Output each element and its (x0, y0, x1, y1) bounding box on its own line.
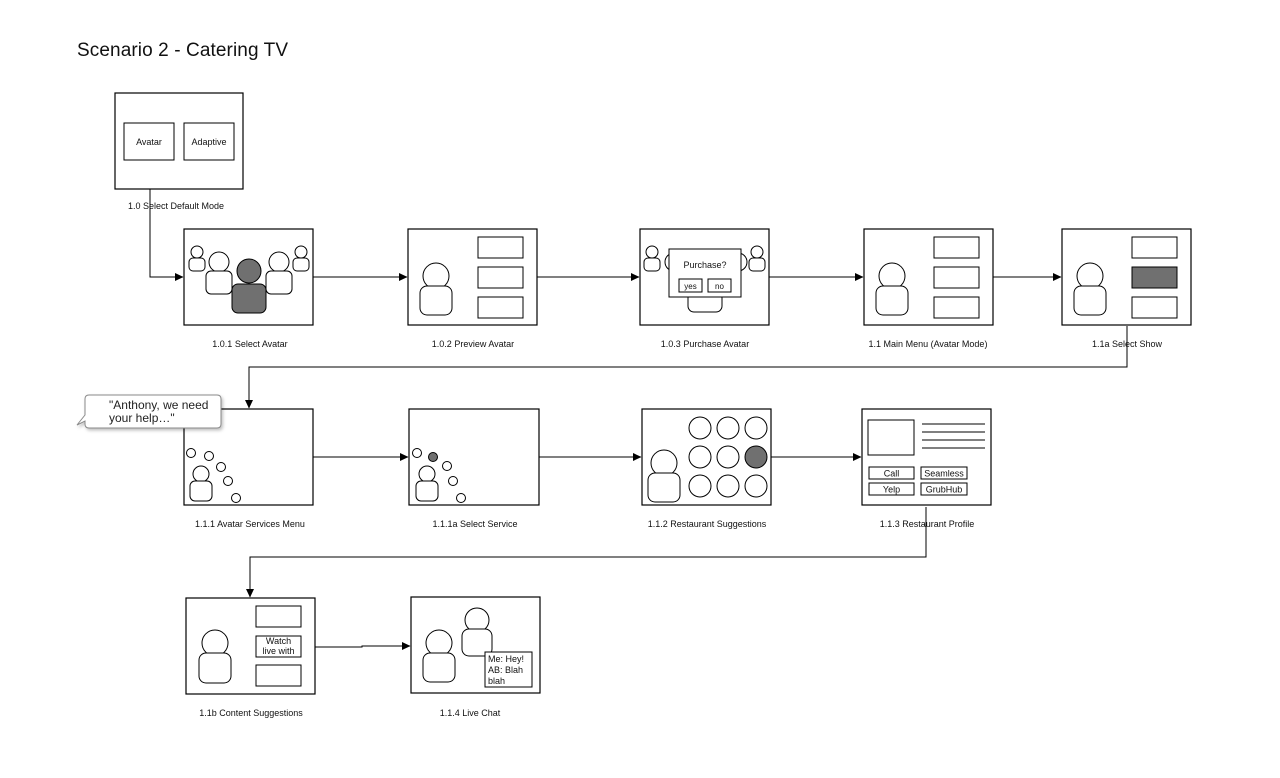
selected-restaurant-icon[interactable] (744, 445, 768, 469)
adaptive-mode-label: Adaptive (191, 137, 226, 147)
screen-caption: 1.1 Main Menu (Avatar Mode) (869, 339, 988, 349)
screen-caption: 1.1a Select Show (1092, 339, 1163, 349)
connector-1-1a-to-1-1-1 (245, 326, 1128, 409)
yes-button[interactable] (678, 278, 703, 293)
restaurant-image-placeholder (867, 419, 915, 456)
screen-main-menu: 1.1 Main Menu (Avatar Mode) (863, 228, 994, 349)
avatar-head-icon (425, 629, 453, 657)
page-title: Scenario 2 - Catering TV (77, 40, 289, 61)
screen-caption: 1.1b Content Suggestions (199, 708, 303, 718)
no-label: no (715, 282, 724, 291)
screen-select-avatar: 1.0.1 Select Avatar (183, 228, 314, 349)
screen-caption: 1.0.1 Select Avatar (212, 339, 287, 349)
bubble-text-line2: your help…" (109, 411, 175, 425)
screen-caption: 1.0 Select Default Mode (128, 201, 224, 211)
dialog-title: Purchase? (683, 260, 726, 270)
chat-line-3: blah (488, 676, 505, 686)
screen-live-chat: Me: Hey! AB: Blah blah 1.1.4 Live Chat (410, 596, 541, 718)
avatar-head-icon (192, 465, 210, 483)
screen-restaurant-profile: Call Seamless Yelp GrubHub 1.1.3 Restaur… (861, 408, 992, 529)
speech-bubble (76, 394, 222, 429)
avatar-head-icon (1076, 262, 1104, 290)
screen-caption: 1.1.2 Restaurant Suggestions (648, 519, 767, 529)
selected-service-dot[interactable] (428, 452, 438, 462)
watch-label-line1: Watch (266, 636, 291, 646)
call-label: Call (884, 469, 900, 479)
connectors (149, 160, 1128, 650)
seamless-button[interactable] (920, 466, 968, 480)
connector-1-1b-to-1-1-4 (315, 642, 411, 650)
call-button[interactable] (868, 466, 915, 480)
screen-avatar-services-menu: "Anthony, we need your help…" 1.1.1 Avat… (76, 394, 314, 529)
connector-1-0-to-1-0-1 (149, 160, 184, 281)
avatar-mode-label: Avatar (136, 137, 162, 147)
bubble-text-line1: "Anthony, we need (109, 398, 208, 412)
yelp-label: Yelp (883, 485, 900, 495)
screen-select-service: 1.1.1a Select Service (408, 408, 540, 529)
grubhub-button[interactable] (920, 482, 968, 496)
avatar-head-icon (201, 629, 229, 657)
grubhub-label: GrubHub (926, 485, 963, 495)
chat-box[interactable] (484, 651, 533, 688)
avatar-head-icon (878, 262, 906, 290)
friend-avatar-icon (464, 607, 490, 633)
watch-live-with-item[interactable] (255, 635, 302, 658)
chat-line-1: Me: Hey! (488, 654, 524, 664)
screen-caption: 1.1.4 Live Chat (440, 708, 501, 718)
yelp-button[interactable] (868, 482, 915, 496)
screen-restaurant-suggestions: 1.1.2 Restaurant Suggestions (641, 408, 772, 529)
screen-preview-avatar: 1.0.2 Preview Avatar (407, 228, 538, 349)
seamless-label: Seamless (924, 469, 964, 479)
screen-select-default-mode: Avatar Adaptive 1.0 Select Default Mode (114, 92, 244, 211)
avatar-mode-button[interactable] (123, 122, 175, 161)
avatar-head-icon (418, 465, 436, 483)
adaptive-mode-button[interactable] (183, 122, 235, 161)
selected-avatar-icon[interactable] (236, 258, 262, 284)
screen-content-suggestions: Watch live with 1.1b Content Suggestions (185, 597, 316, 718)
yes-label: yes (684, 282, 696, 291)
screen-purchase-avatar: Purchase? yes no 1.0.3 Purchase Avatar (639, 228, 770, 349)
screen-caption: 1.1.1a Select Service (432, 519, 517, 529)
avatar-head-icon (422, 262, 450, 290)
screen-caption: 1.1.1 Avatar Services Menu (195, 519, 305, 529)
watch-label-line2: live with (262, 646, 294, 656)
no-button[interactable] (707, 278, 732, 293)
connector-1-1-3-to-1-1b (246, 507, 927, 598)
screen-caption: 1.1.3 Restaurant Profile (880, 519, 975, 529)
avatar-head-icon (650, 449, 678, 477)
screen-caption: 1.0.2 Preview Avatar (432, 339, 514, 349)
screen-caption: 1.0.3 Purchase Avatar (661, 339, 749, 349)
selected-show-item[interactable] (1131, 266, 1178, 289)
screen-select-show: 1.1a Select Show (1061, 228, 1192, 349)
chat-line-2: AB: Blah (488, 665, 523, 675)
